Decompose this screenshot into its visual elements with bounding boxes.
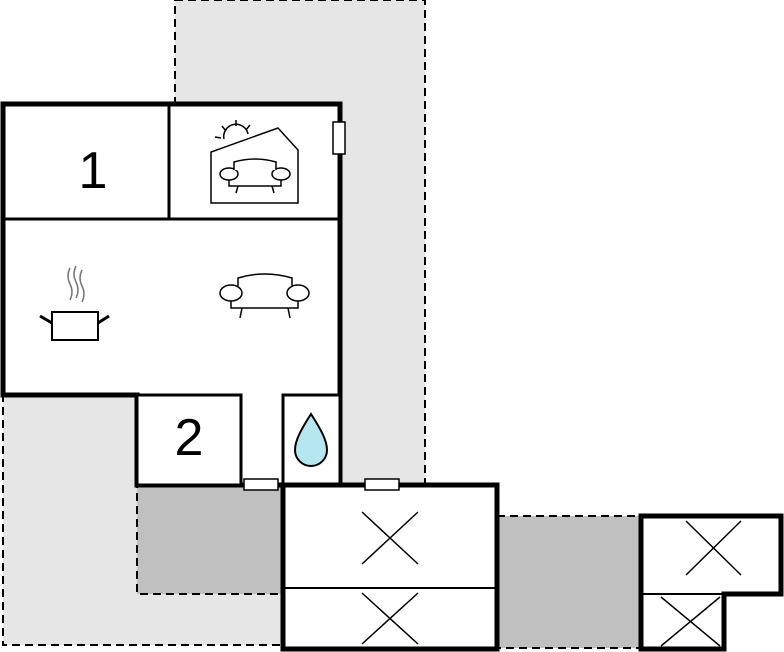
room-1-label: 1 <box>79 142 108 200</box>
room-2-label: 2 <box>175 409 204 467</box>
window-bottom <box>243 478 279 491</box>
cross-marker-icon <box>685 520 742 576</box>
patio-right <box>496 515 642 649</box>
outdoor-areas <box>2 0 642 649</box>
sun-lounge-icon <box>210 120 299 204</box>
annex-middle <box>280 478 500 652</box>
cross-marker-icon <box>361 511 419 565</box>
kitchen-pot-icon <box>39 265 110 341</box>
cross-marker-icon <box>361 592 419 645</box>
annex-right <box>638 513 784 652</box>
annex-right-outline <box>638 513 784 652</box>
annex-middle-outline <box>280 482 500 652</box>
room-2-box <box>135 393 243 487</box>
cross-marker-icon <box>660 596 721 647</box>
patio-left <box>136 484 284 595</box>
window-right <box>332 121 346 155</box>
water-drop-icon <box>293 412 329 467</box>
sofa-icon <box>219 273 310 319</box>
window-annex <box>364 478 400 491</box>
